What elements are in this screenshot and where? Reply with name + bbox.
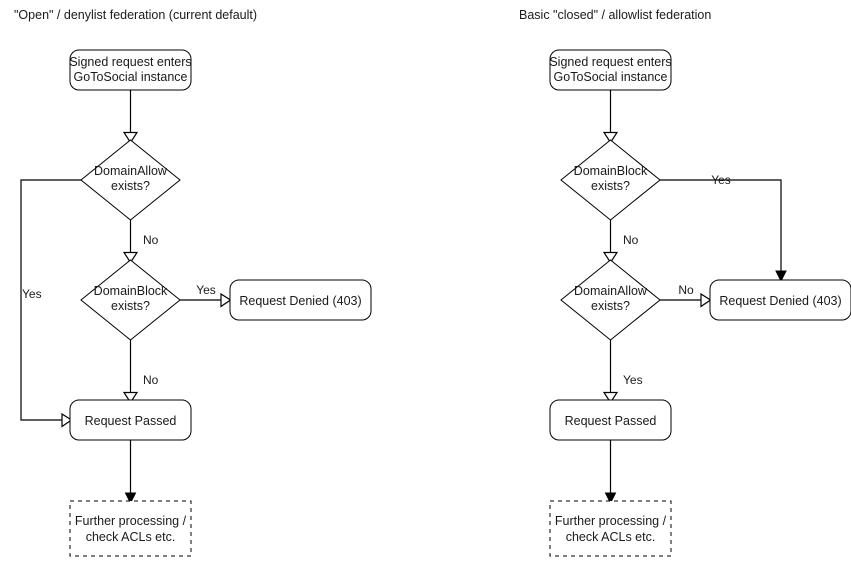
domainblock-label-line2: exists? (591, 179, 630, 193)
edge-domainblock-yes-to-denied: Yes (660, 173, 787, 283)
request-denied-label: Request Denied (403) (239, 294, 361, 308)
panel-open-denylist: "Open" / denylist federation (current de… (14, 8, 372, 557)
edge-label-domainblock-yes: Yes (196, 283, 216, 297)
arrowhead-open-icon (602, 251, 619, 264)
edge-domainallow-no-to-denied: No (660, 283, 712, 308)
arrowhead-open-icon (700, 292, 712, 308)
arrowhead-open-icon (61, 412, 73, 428)
arrowhead-filled-icon (604, 492, 617, 505)
edge-domainallow-yes-to-passed: Yes (20, 179, 81, 428)
edge-domainallow-no-to-domainblock: No (122, 220, 159, 264)
node-decision-domainallow-left: DomainAllow exists? (80, 139, 181, 221)
further-processing-label-line2: check ACLs etc. (566, 530, 656, 544)
further-processing-shape (549, 500, 672, 557)
node-decision-domainblock-right: DomainBlock exists? (560, 139, 661, 221)
node-request-denied-left: Request Denied (403) (229, 279, 372, 321)
panel-closed-allowlist: Basic "closed" / allowlist federation Si… (519, 8, 851, 557)
arrowhead-open-icon (602, 391, 619, 404)
domainblock-label-line1: DomainBlock (574, 164, 648, 178)
edge-domainblock-no-to-passed: No (122, 340, 159, 404)
node-decision-domainblock-left: DomainBlock exists? (80, 259, 181, 341)
node-request-denied-right: Request Denied (403) (709, 279, 851, 321)
domainallow-label-line1: DomainAllow (574, 284, 648, 298)
panel-title-closed-allowlist: Basic "closed" / allowlist federation (519, 8, 711, 22)
edge-start-to-domainblock (602, 90, 619, 144)
request-denied-shape (229, 279, 372, 321)
edge-domainallow-yes-to-passed: Yes (602, 340, 643, 404)
edge-label-domainblock-no: No (623, 233, 639, 247)
request-denied-label: Request Denied (403) (719, 294, 841, 308)
domainallow-label-line2: exists? (591, 299, 630, 313)
start-node-label-line1: Signed request enters (69, 55, 191, 69)
edge-passed-to-further (604, 440, 617, 505)
domainallow-label-line1: DomainAllow (94, 164, 168, 178)
node-request-passed-right: Request Passed (549, 399, 672, 441)
node-further-processing-right: Further processing / check ACLs etc. (549, 500, 672, 557)
edge-label-domainallow-no: No (143, 233, 159, 247)
start-node-label-line1: Signed request enters (549, 55, 671, 69)
edge-label-domainallow-no: No (678, 283, 694, 297)
node-decision-domainallow-right: DomainAllow exists? (560, 259, 661, 341)
request-denied-shape (709, 279, 851, 321)
node-start-left: Signed request enters GoToSocial instanc… (69, 49, 192, 91)
further-processing-shape (69, 500, 192, 557)
arrowhead-open-icon (122, 391, 139, 404)
domainallow-label-line2: exists? (111, 179, 150, 193)
arrowhead-open-icon (220, 292, 232, 308)
arrowhead-filled-icon (775, 270, 787, 283)
edge-label-domainallow-yes: Yes (22, 287, 42, 301)
node-request-passed-left: Request Passed (69, 399, 192, 441)
arrowhead-filled-icon (124, 492, 137, 505)
edge-domainblock-no-to-domainallow: No (602, 220, 639, 264)
arrowhead-open-icon (602, 131, 619, 144)
node-further-processing-left: Further processing / check ACLs etc. (69, 500, 192, 557)
edge-domainblock-yes-to-denied: Yes (180, 283, 232, 308)
request-passed-label: Request Passed (565, 414, 657, 428)
further-processing-label-line1: Further processing / (555, 514, 667, 528)
further-processing-label-line1: Further processing / (75, 514, 187, 528)
edge-label-domainblock-yes: Yes (711, 173, 731, 187)
edge-label-domainblock-no: No (143, 373, 159, 387)
arrowhead-open-icon (122, 131, 139, 144)
further-processing-label-line2: check ACLs etc. (86, 530, 176, 544)
edge-start-to-domainallow (122, 90, 139, 144)
domainblock-label-line1: DomainBlock (94, 284, 168, 298)
panel-title-open-denylist: "Open" / denylist federation (current de… (14, 8, 257, 22)
arrowhead-open-icon (122, 251, 139, 264)
edge-label-domainallow-yes: Yes (623, 373, 643, 387)
request-passed-label: Request Passed (85, 414, 177, 428)
start-node-label-line2: GoToSocial instance (74, 70, 188, 84)
node-start-right: Signed request enters GoToSocial instanc… (549, 49, 672, 91)
start-node-label-line2: GoToSocial instance (554, 70, 668, 84)
edge-passed-to-further (124, 440, 137, 505)
domainblock-label-line2: exists? (111, 299, 150, 313)
